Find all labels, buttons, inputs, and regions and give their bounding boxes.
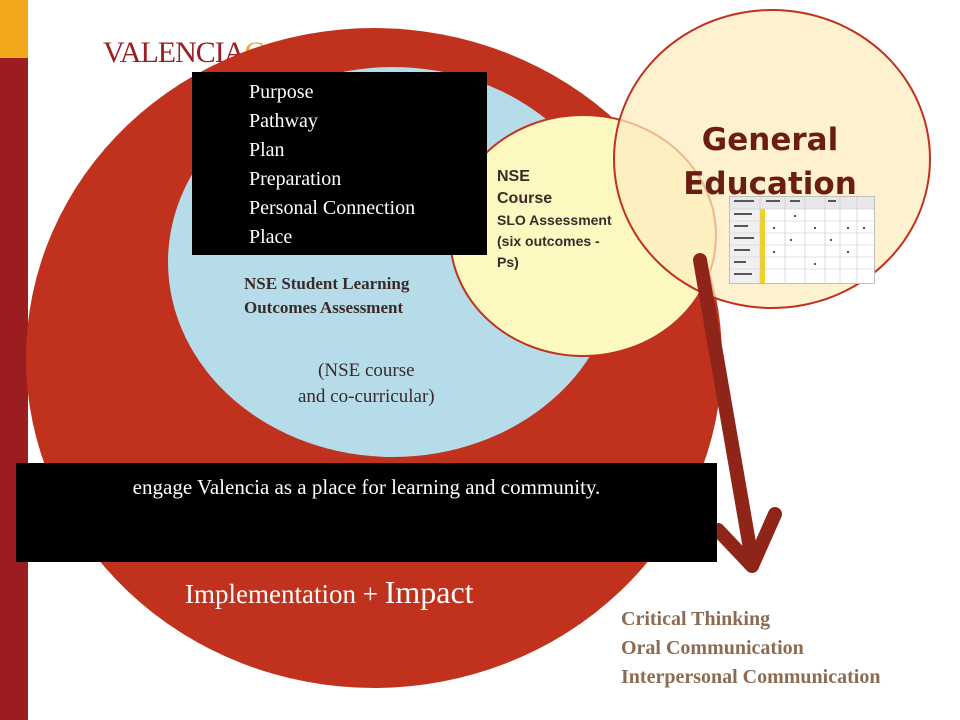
ps-item-pathway: Pathway [249,110,318,132]
nse-slo-title: NSE Student Learning Outcomes Assessment [244,272,409,320]
left-brand-bar [0,0,28,720]
gen-ed-outcomes-list: Critical Thinking Oral Communication Int… [621,605,880,692]
ps-item-personal-connection: Personal Connection [249,197,416,219]
gen-ed-line1: General [701,122,839,158]
mission-banner-text: engage Valencia as a place for learning … [132,475,601,499]
ps-item-purpose: Purpose [249,81,314,103]
outcome-interpersonal-communication: Interpersonal Communication [621,666,881,688]
arrow-head [711,507,782,573]
ps-item-preparation: Preparation [249,168,342,190]
ps-item-place: Place [249,226,293,248]
impact-part1: Implementation + [185,579,385,609]
nse-slo-title-line2: Outcomes Assessment [244,298,404,317]
outcome-oral-communication: Oral Communication [621,637,804,659]
nse-slo-sub-line1: (NSE course [318,360,415,381]
nse-course-label: NSE Course SLO Assessment (six outcomes … [497,166,612,273]
nse-slo-subtitle: (NSE course and co-curricular) [298,358,435,410]
nse-course-line2: Course [497,190,553,207]
nse-course-line4: (six outcomes - [497,233,600,249]
table-thumbnail-image [730,197,874,283]
ps-item-plan: Plan [249,139,285,161]
six-ps-box: Purpose Pathway Plan Preparation Persona… [192,72,487,255]
nse-slo-sub-line2: and co-curricular) [298,386,435,407]
mission-banner: engage Valencia as a place for learning … [16,463,717,562]
nse-course-line3: SLO Assessment [497,212,612,228]
left-brand-accent [0,0,28,58]
nse-course-line1: NSE [497,168,530,185]
outcome-critical-thinking: Critical Thinking [621,608,771,630]
general-education-title: General Education [620,118,920,206]
nse-slo-title-line1: NSE Student Learning [244,274,410,293]
assessment-table-thumbnail [729,196,875,284]
nse-course-line5: Ps) [497,254,519,270]
impact-part2: Impact [384,574,474,610]
implementation-impact-label: Implementation + Impact [185,574,474,611]
